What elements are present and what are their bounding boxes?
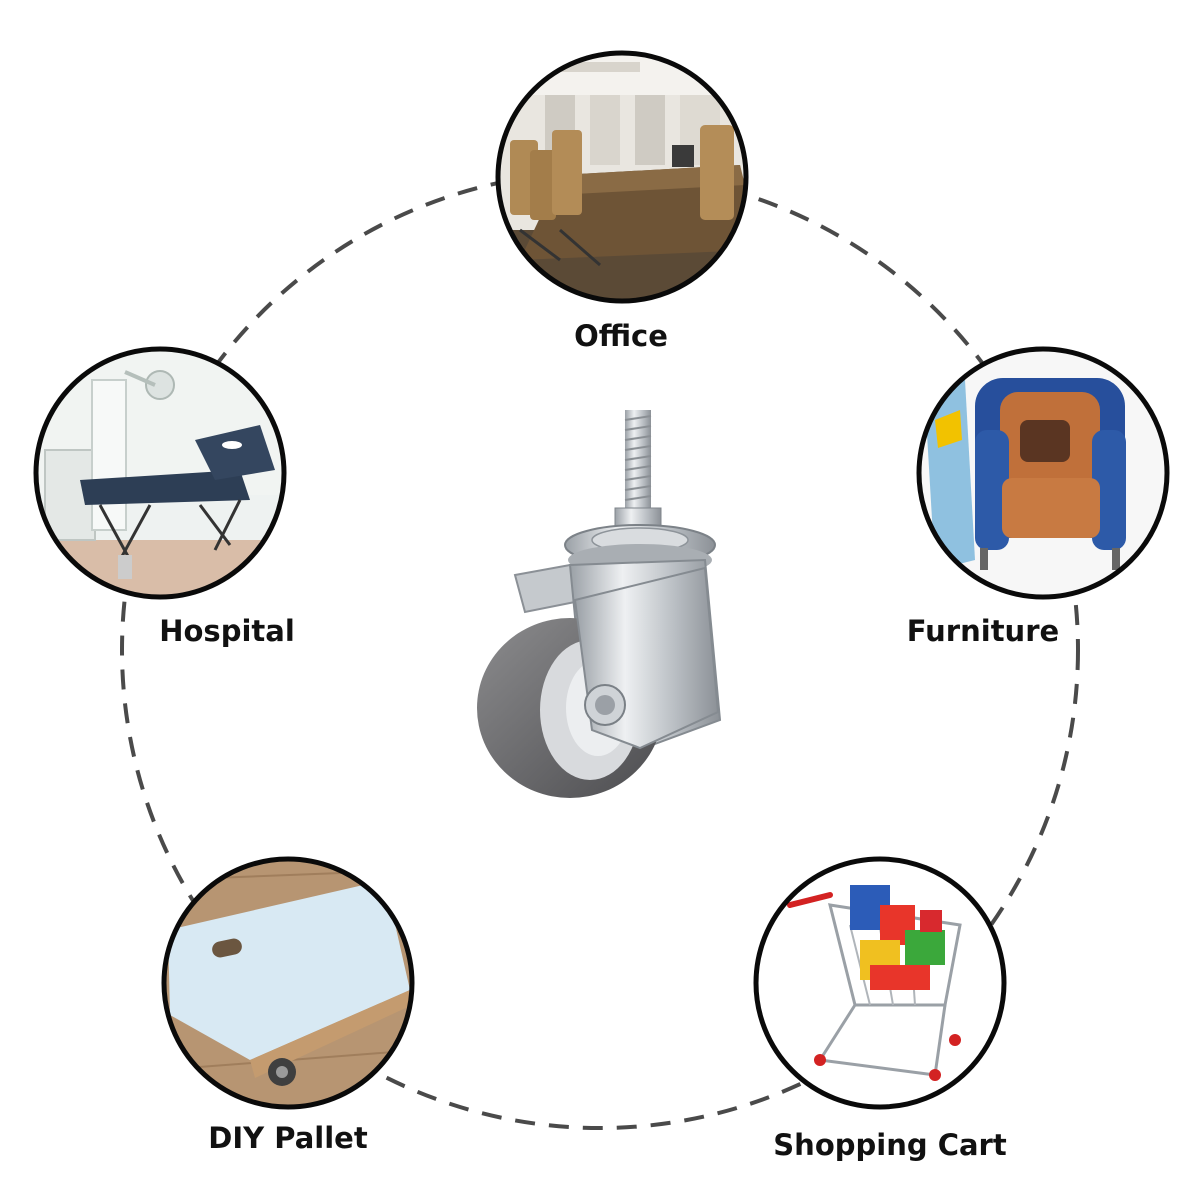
caster-wheel-product [477,410,722,798]
office-photo [495,50,749,304]
diy-pallet-photo [161,856,415,1110]
application-label-office: Office [574,319,668,353]
application-label-furniture: Furniture [907,614,1059,648]
furniture-photo [916,346,1170,600]
application-label-shopping-cart: Shopping Cart [773,1128,1007,1162]
application-label-diy-pallet: DIY Pallet [208,1121,368,1155]
shopping-cart-photo [753,856,1007,1110]
application-label-hospital: Hospital [159,614,295,648]
hospital-photo [33,346,287,600]
